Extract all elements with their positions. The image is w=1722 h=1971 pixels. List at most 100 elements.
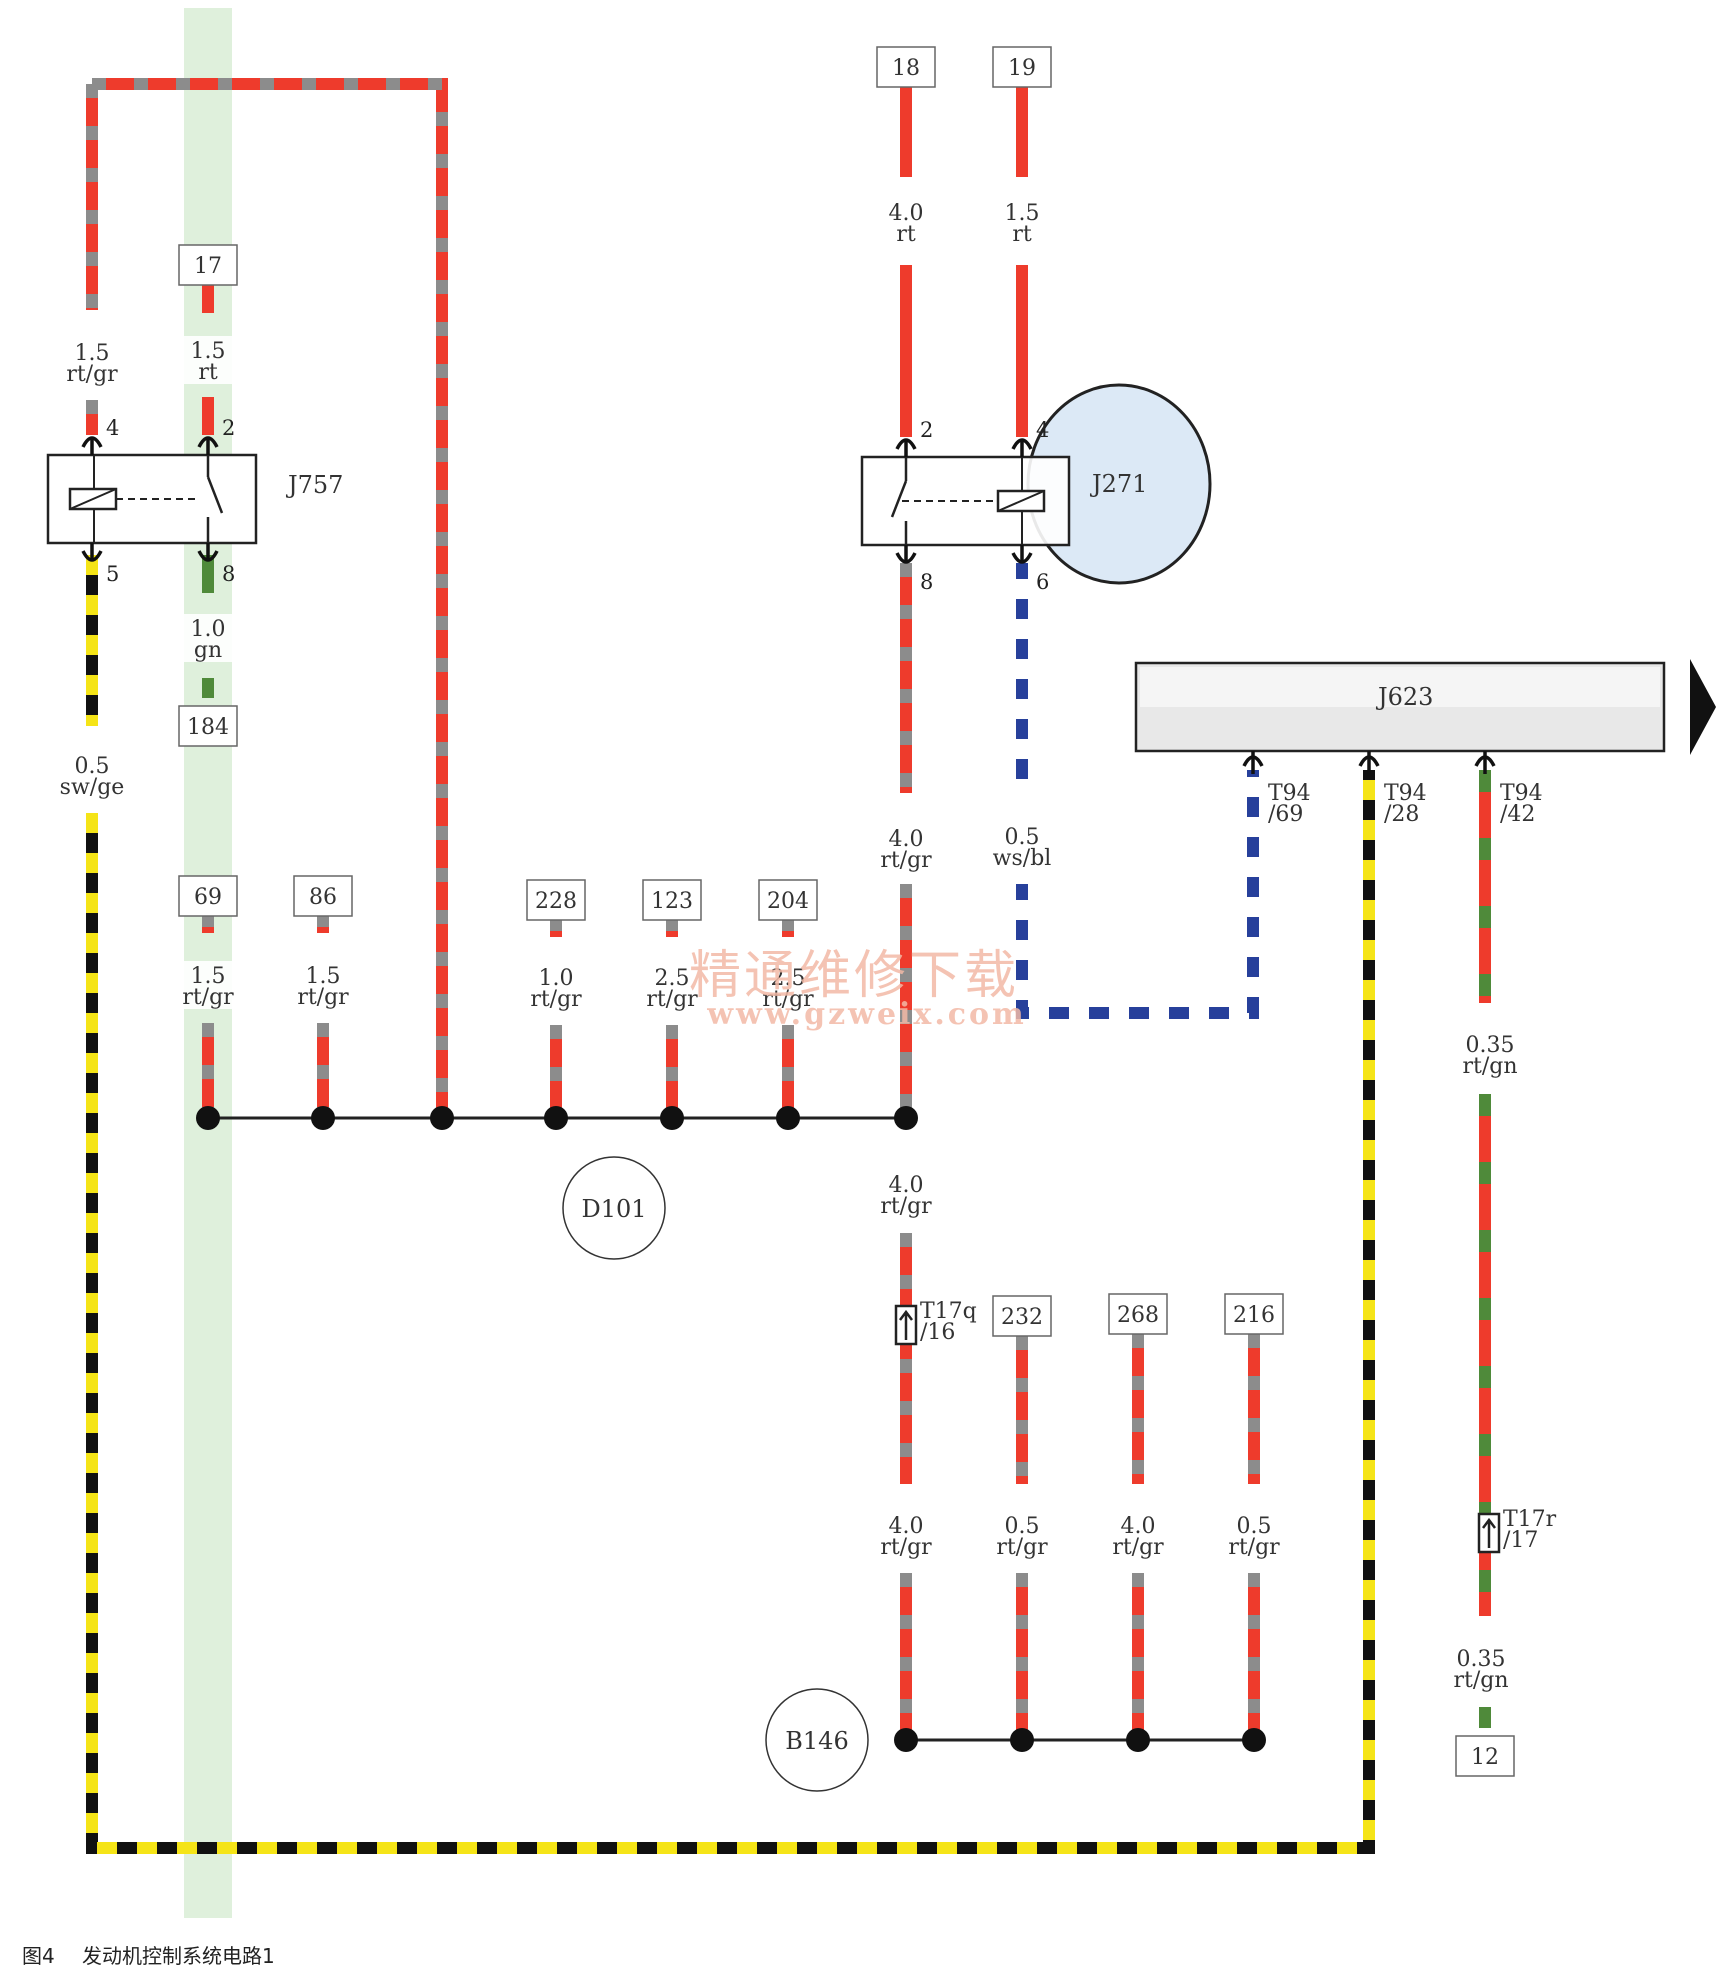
- pin-label: 8: [222, 562, 235, 586]
- b146-junctions: [894, 1728, 1266, 1752]
- j271-relay[interactable]: [860, 455, 1071, 547]
- wire-color-code: rt/gn: [1462, 1054, 1517, 1079]
- wire-color-code: rt: [896, 222, 916, 247]
- wire-color-code: rt/gr: [297, 985, 349, 1010]
- pin-label: 4: [106, 416, 119, 440]
- pin-t94-2: [1474, 751, 1496, 774]
- pin-label: 2: [920, 418, 933, 442]
- connector-t94-28: T94/28: [1384, 781, 1427, 827]
- wire-label-w-j757-8: 1.0gn: [168, 614, 248, 663]
- wire-labels: 1.5rt/gr1.5rt4.0rt1.5rt1.0gn0.5sw/ge4.0r…: [52, 198, 1530, 1693]
- terminal-label: 12: [1471, 1745, 1499, 1770]
- wire-color-code: rt/gr: [880, 1535, 932, 1560]
- wire-gauge: 1.5: [191, 339, 226, 364]
- pin-label: 6: [1036, 570, 1049, 594]
- terminal-12: 12: [1455, 1735, 1515, 1777]
- terminal-216: 216: [1224, 1293, 1284, 1335]
- pin-label: 5: [106, 562, 119, 586]
- j623-control-unit[interactable]: [1134, 659, 1716, 755]
- wire-label-w-j271-8: 4.0rt/gr: [866, 824, 946, 873]
- wire-color-code: ws/bl: [993, 846, 1052, 871]
- wire-label-w-swge: 0.5sw/ge: [52, 751, 132, 800]
- junction-dot-1: [311, 1106, 335, 1130]
- pin-j757-8: 8: [197, 543, 235, 586]
- arrow-right-icon: [1690, 659, 1716, 755]
- watermark-cn: 精通维修下载: [689, 946, 1019, 1006]
- junction-dot-1: [1010, 1728, 1034, 1752]
- wire-color-code: rt/gr: [66, 362, 118, 387]
- connector-pin: /16: [920, 1320, 955, 1345]
- terminal-label: 268: [1117, 1303, 1159, 1328]
- terminal-18: 18: [876, 46, 936, 88]
- b146-circle: [765, 1688, 869, 1792]
- terminal-69: 69: [178, 875, 238, 917]
- watermark-url: www.gzweix.com: [706, 997, 1027, 1032]
- wire-gauge: 1.0: [191, 617, 226, 642]
- terminal-label: 184: [187, 715, 229, 740]
- wire-gauge: 0.35: [1457, 1647, 1506, 1672]
- d101-label: D101: [581, 1195, 646, 1223]
- pin-j271-2: 2: [895, 418, 933, 457]
- wire-color-code: rt/gr: [880, 1194, 932, 1219]
- j623-label: J623: [1375, 683, 1433, 711]
- wire-gauge: 4.0: [889, 201, 924, 226]
- terminal-label: 69: [194, 885, 222, 910]
- wire-label-w-204: 2.5rt/gr: [748, 963, 828, 1012]
- wire-color-code: rt/gr: [182, 985, 234, 1010]
- t17r-connector-icon: [1477, 1512, 1501, 1554]
- wire-label-w-d101-down: 4.0rt/gr: [866, 1170, 946, 1219]
- terminal-232: 232: [992, 1295, 1052, 1337]
- pin-label: 4: [1036, 418, 1049, 442]
- terminal-204: 204: [758, 879, 818, 921]
- wire-label-w-19: 1.5rt: [982, 198, 1062, 247]
- pin-j757-5: 5: [81, 543, 119, 586]
- connector-t17r-17: T17r/17: [1503, 1507, 1557, 1553]
- wire-gauge: 0.5: [1005, 825, 1040, 850]
- wire-gauge: 1.5: [75, 341, 110, 366]
- wire-gauge: 1.0: [539, 966, 574, 991]
- wire-gauge: 0.5: [75, 754, 110, 779]
- pin-j271-6: 6: [1011, 545, 1049, 594]
- j271-label: J271: [1089, 470, 1147, 498]
- wire-gauge: 2.5: [655, 966, 690, 991]
- terminal-label: 123: [651, 889, 693, 914]
- junction-dot-3: [1242, 1728, 1266, 1752]
- connector-id: T94: [1268, 781, 1311, 806]
- junction-dot-3: [544, 1106, 568, 1130]
- wire-color-code: rt/gr: [880, 848, 932, 873]
- wire-gauge: 1.5: [306, 964, 341, 989]
- wire-color-code: rt/gr: [1112, 1535, 1164, 1560]
- wire-label-w-123: 2.5rt/gr: [632, 963, 712, 1012]
- wire-label-w-b146-4: 0.5rt/gr: [1214, 1511, 1294, 1560]
- wire-label-w-b146-2: 0.5rt/gr: [982, 1511, 1062, 1560]
- d101-junctions: [196, 1106, 918, 1130]
- connector-t94-69: T94/69: [1268, 781, 1311, 827]
- wires: [86, 78, 1491, 1854]
- wire-gauge: 0.5: [1005, 1514, 1040, 1539]
- wire-color-code: rt/gr: [762, 987, 814, 1012]
- terminal-19: 19: [992, 46, 1052, 88]
- terminal-268: 268: [1108, 1293, 1168, 1335]
- b146-label: B146: [785, 1727, 848, 1755]
- caption-figure: 图4: [22, 1944, 55, 1968]
- connector-pin: /17: [1503, 1528, 1538, 1553]
- connector-t17q-16: T17q/16: [920, 1299, 977, 1345]
- connector-pin: /42: [1500, 802, 1535, 827]
- wire-label-w-j271-6: 0.5ws/bl: [982, 822, 1062, 871]
- wire-label-w-86: 1.5rt/gr: [283, 961, 363, 1010]
- connector-id: T17r: [1503, 1507, 1557, 1532]
- wire-gauge: 2.5: [771, 966, 806, 991]
- junction-dot-2: [1126, 1728, 1150, 1752]
- wire-color-code: sw/ge: [60, 775, 125, 800]
- wire-gauge: 4.0: [889, 1173, 924, 1198]
- connector-t94-42: T94/42: [1500, 781, 1543, 827]
- j757-relay[interactable]: [46, 453, 258, 545]
- pin-label: 2: [222, 416, 235, 440]
- wire-color-code: rt/gr: [530, 987, 582, 1012]
- wire-color-code: rt/gr: [1228, 1535, 1280, 1560]
